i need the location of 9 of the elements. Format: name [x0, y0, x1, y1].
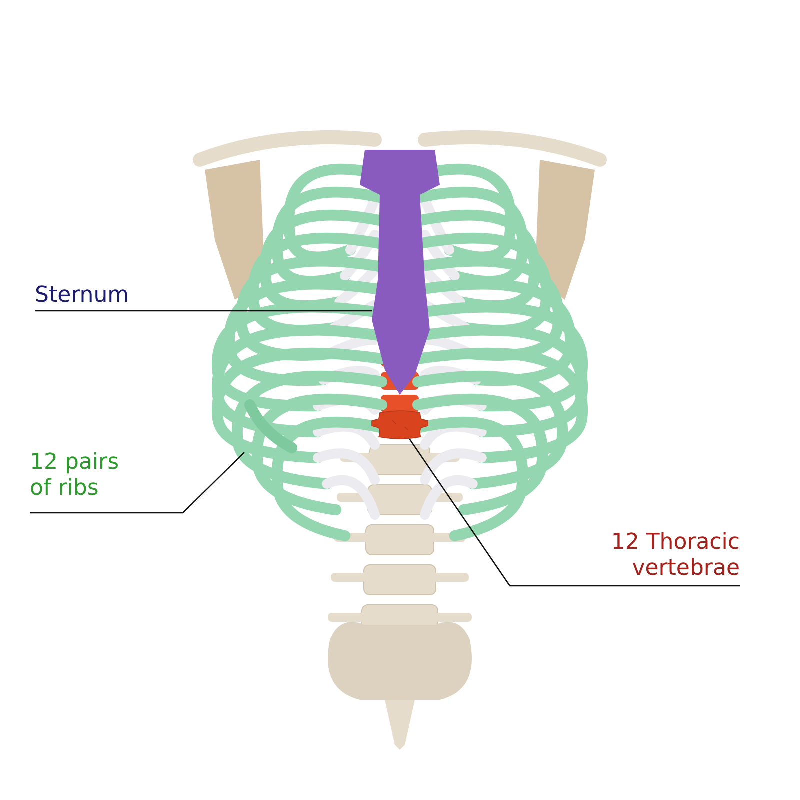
rib-bone: [244, 400, 298, 454]
leader-line: [35, 310, 373, 312]
leader-line: [409, 439, 740, 587]
thoracic-vertebra: [372, 410, 428, 440]
callout-label: 12 pairs of ribs: [30, 450, 135, 513]
leader-line: [30, 452, 245, 514]
sternum-bone: [360, 150, 440, 395]
callout-label: Sternum: [35, 283, 175, 311]
callout-label: 12 Thoracic vertebrae: [580, 530, 740, 586]
